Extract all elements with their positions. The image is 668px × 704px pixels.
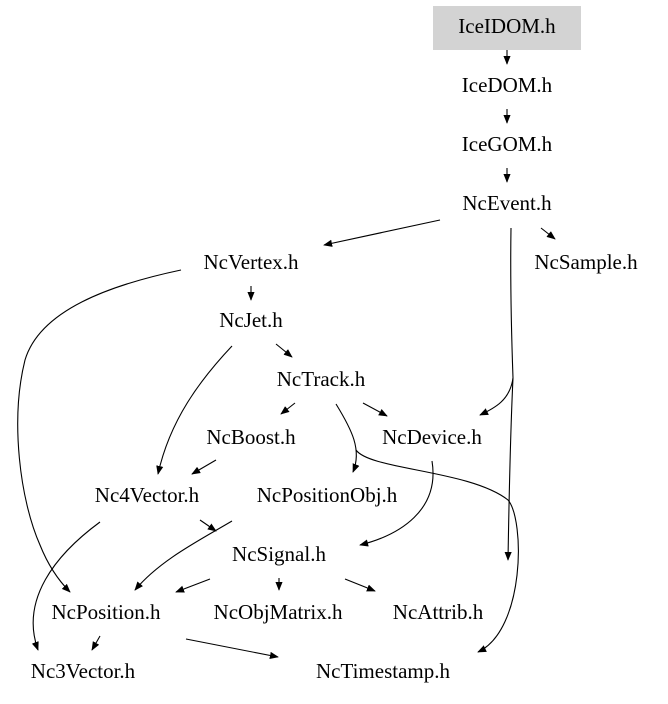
node-label: NcEvent.h — [462, 191, 552, 215]
node-label: NcJet.h — [219, 308, 283, 332]
node-ncsignal[interactable]: NcSignal.h — [232, 542, 326, 566]
edge-ncposition-to-nctimestamp — [185, 638, 279, 659]
edge-ncevent-to-ncdevice — [479, 227, 514, 416]
node-label: NcBoost.h — [206, 425, 296, 449]
edge-ncposition-to-nc3vector — [91, 635, 101, 651]
edge-ncboost-to-nc4vector — [191, 459, 217, 475]
node-ncpositionobj[interactable]: NcPositionObj.h — [257, 483, 398, 507]
node-nctimestamp[interactable]: NcTimestamp.h — [316, 659, 450, 683]
edge-nctrack-to-ncboost — [280, 402, 296, 415]
edge-ncevent-to-ncsignal — [504, 377, 514, 561]
node-label: IceIDOM.h — [458, 14, 556, 38]
node-label: NcTrack.h — [277, 367, 366, 391]
node-label: IceGOM.h — [462, 132, 553, 156]
node-label: Nc4Vector.h — [95, 483, 200, 507]
node-iceidom[interactable]: IceIDOM.h — [433, 6, 581, 50]
edge-ncevent-to-ncsample — [540, 227, 556, 240]
edge-ncevent-to-ncvertex — [323, 219, 441, 247]
edge-ncjet-to-nc4vector — [156, 345, 233, 475]
edge-ncjet-to-nctrack — [275, 343, 293, 358]
node-ncevent[interactable]: NcEvent.h — [462, 191, 552, 215]
edge-nc4vector-to-nc3vector — [31, 521, 101, 651]
node-ncattrib[interactable]: NcAttrib.h — [393, 600, 484, 624]
edge-ncpositionobj-to-ncposition — [134, 520, 233, 591]
node-label: NcObjMatrix.h — [214, 600, 343, 624]
node-icegom[interactable]: IceGOM.h — [462, 132, 553, 156]
edge-ncsignal-to-ncattrib — [344, 578, 376, 592]
edge-nctrack-to-ncdevice — [362, 402, 388, 417]
edge-nc4vector-to-ncsignal — [199, 519, 217, 532]
node-nctrack[interactable]: NcTrack.h — [277, 367, 366, 391]
node-label: IceDOM.h — [462, 73, 553, 97]
node-ncboost[interactable]: NcBoost.h — [206, 425, 296, 449]
node-label: NcVertex.h — [203, 250, 299, 274]
node-label: NcSample.h — [534, 250, 638, 274]
node-label: NcDevice.h — [382, 425, 482, 449]
node-icedom[interactable]: IceDOM.h — [462, 73, 553, 97]
nodes-layer: IceIDOM.hIceDOM.hIceGOM.hNcEvent.hNcVert… — [31, 6, 638, 683]
node-ncvertex[interactable]: NcVertex.h — [203, 250, 299, 274]
node-nc3vector[interactable]: Nc3Vector.h — [31, 659, 136, 683]
node-ncjet[interactable]: NcJet.h — [219, 308, 283, 332]
edge-ncsignal-to-ncposition — [175, 578, 211, 593]
node-label: NcTimestamp.h — [316, 659, 450, 683]
edge-nctrack-to-nctimestamp — [355, 449, 519, 653]
node-label: NcPositionObj.h — [257, 483, 398, 507]
node-ncobjmatrix[interactable]: NcObjMatrix.h — [214, 600, 343, 624]
edge-nctrack-to-ncpositionobj — [335, 403, 360, 473]
node-highlight-box — [433, 6, 581, 50]
node-nc4vector[interactable]: Nc4Vector.h — [95, 483, 200, 507]
node-label: NcAttrib.h — [393, 600, 484, 624]
edges-layer — [17, 50, 556, 659]
edge-ncvertex-to-ncposition — [17, 269, 182, 593]
node-ncsample[interactable]: NcSample.h — [534, 250, 638, 274]
node-label: Nc3Vector.h — [31, 659, 136, 683]
node-label: NcPosition.h — [51, 600, 161, 624]
node-ncposition[interactable]: NcPosition.h — [51, 600, 161, 624]
node-ncdevice[interactable]: NcDevice.h — [382, 425, 482, 449]
node-label: NcSignal.h — [232, 542, 326, 566]
edge-ncdevice-to-ncsignal — [359, 460, 434, 547]
